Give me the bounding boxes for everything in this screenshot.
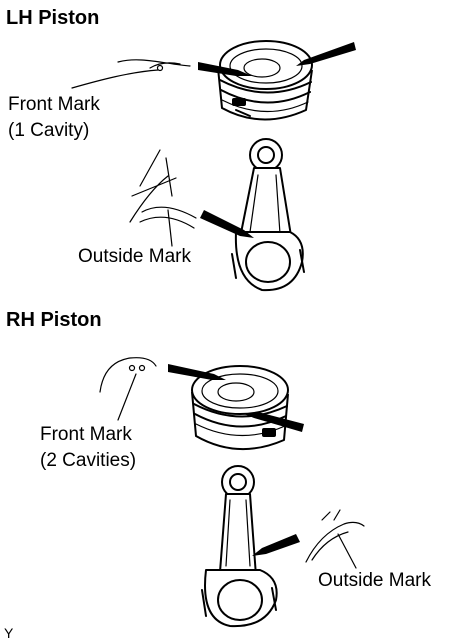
- rh-piston: [191, 365, 289, 450]
- rh-outside-mark-arrow: [252, 534, 300, 556]
- rh-front-mark-detail: [99, 357, 157, 421]
- lh-outside-mark-label: Outside Mark: [78, 246, 191, 267]
- lh-outside-mark-arrow: [200, 210, 254, 238]
- lh-outside-mark-detail: [129, 149, 197, 247]
- rh-front-mark-label: Front Mark: [40, 424, 132, 445]
- lh-piston-heading: LH Piston: [6, 7, 99, 29]
- lh-connecting-rod: [231, 138, 305, 292]
- lh-front-mark-arrow: [198, 62, 252, 76]
- lh-piston-right-arrow: [296, 42, 356, 66]
- rh-piston-right-arrow: [244, 412, 304, 432]
- rh-outside-mark-label: Outside Mark: [318, 570, 431, 591]
- lh-front-mark-leader: [71, 59, 191, 89]
- rh-section: RH Piston Front Mark (2 Cavities): [6, 309, 431, 628]
- corner-code: Y: [4, 625, 14, 641]
- lh-piston: [217, 40, 313, 121]
- rh-connecting-rod: [201, 465, 278, 628]
- lh-section: LH Piston Front Mark (1 Cavity): [6, 7, 356, 292]
- rh-front-mark-arrow: [168, 364, 226, 380]
- rh-piston-heading: RH Piston: [6, 309, 102, 331]
- rh-outside-mark-detail: [305, 509, 365, 569]
- lh-front-mark-label: Front Mark: [8, 94, 100, 115]
- lh-front-mark-sublabel: (1 Cavity): [8, 120, 89, 141]
- lh-front-mark-cavity: [156, 64, 164, 72]
- rh-front-mark-sublabel: (2 Cavities): [40, 450, 136, 471]
